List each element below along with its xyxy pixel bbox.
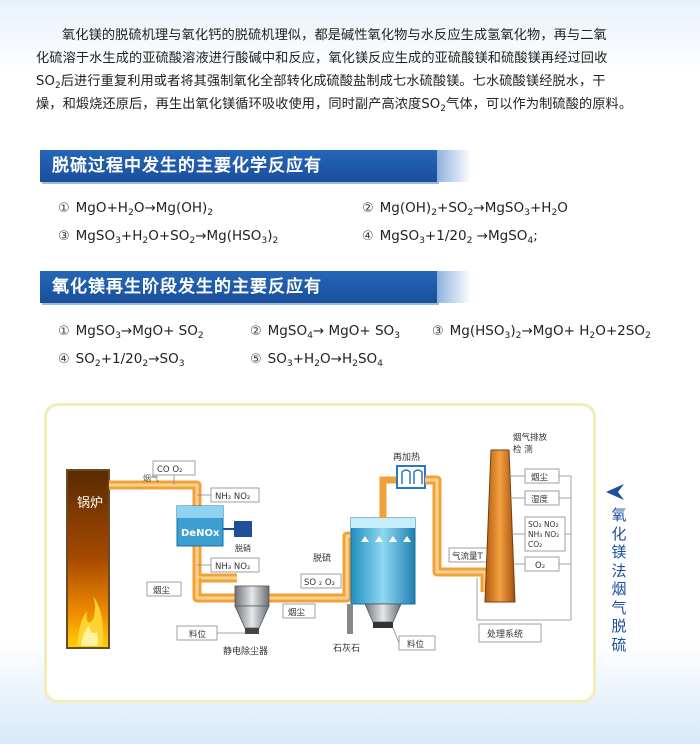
esp-label: 静电除尘器 bbox=[223, 645, 268, 657]
emission-label-2: 检 测 bbox=[513, 444, 533, 455]
intro-line-4: 燥，和煅烧还原后，再生出氧化镁循环吸收使用，同时副产高浓度SO2气体，可以作为制… bbox=[36, 97, 633, 115]
processing-system-label: 处理系统 bbox=[487, 628, 523, 640]
monitor-dust: 烟尘 bbox=[509, 468, 560, 484]
intro-paragraph: 氧化镁的脱硫机理与氧化钙的脱硫机理似，都是碱性氧化物与水反应生成氢氧化物，再与二… bbox=[36, 24, 686, 116]
process-diagram-panel: 锅炉 烟气 CO O₂ DeNOx 脱硝 NH₂ NO₂ NH₃ NO₂ 烟尘 bbox=[44, 403, 596, 703]
boiler bbox=[66, 469, 110, 649]
intro-line-3: SO2后进行重复利用或者将其强制氧化全部转化成硫酸盐制成七水硫酸镁。七水硫酸镁经… bbox=[36, 74, 606, 92]
denitration-label: 脱硝 bbox=[235, 543, 251, 553]
desulfur-label: 脱硫 bbox=[313, 552, 331, 564]
section1-title-banner: 脱硫过程中发生的主要化学反应有 bbox=[40, 150, 471, 182]
svg-text:湿度: 湿度 bbox=[531, 494, 549, 505]
chimney-stack bbox=[484, 449, 516, 603]
limestone-label: 石灰石 bbox=[333, 642, 360, 654]
esp-unit bbox=[234, 585, 270, 607]
nh-no-top-label: NH₂ NO₂ bbox=[215, 492, 250, 502]
boiler-label: 锅炉 bbox=[77, 495, 103, 511]
svg-text:烟尘: 烟尘 bbox=[531, 472, 549, 483]
section2-title-banner: 氧化镁再生阶段发生的主要反应有 bbox=[40, 271, 471, 303]
flue-gas-label: 烟气 bbox=[143, 473, 159, 483]
nh-no-bottom-label: NH₃ NO₂ bbox=[215, 562, 250, 572]
material-right-label: 料位 bbox=[407, 639, 425, 650]
side-label-vertical: 氧 化 镁 法 烟 气 脱 硫 bbox=[611, 506, 627, 654]
denox-label: DeNOx bbox=[181, 528, 220, 539]
svg-text:CO₂: CO₂ bbox=[528, 540, 542, 549]
reheat-label: 再加热 bbox=[393, 451, 420, 463]
monitor-o2: O₂ bbox=[513, 556, 560, 572]
monitor-gases: SO₂ NO₂ NH₃ NO₂ CO₂ bbox=[512, 516, 566, 552]
desulfur-tower bbox=[350, 517, 416, 605]
emission-label-1: 烟气排放 bbox=[513, 432, 548, 443]
process-diagram: 锅炉 烟气 CO O₂ DeNOx 脱硝 NH₂ NO₂ NH₃ NO₂ 烟尘 bbox=[66, 432, 572, 657]
material-left-label: 料位 bbox=[189, 629, 207, 640]
monitor-humidity: 湿度 bbox=[510, 490, 560, 506]
intro-line-2: 化硫溶于水生成的亚硫酸溶液进行酸碱中和反应，氧化镁反应生成的亚硫酸镁和硫酸镁再经… bbox=[36, 51, 608, 66]
intro-line-1: 氧化镁的脱硫机理与氧化钙的脱硫机理似，都是碱性氧化物与水反应生成氢氧化物，再与二… bbox=[62, 28, 607, 43]
so-o2-label: SO ₂ O₂ bbox=[304, 578, 335, 588]
arrow-left-icon bbox=[606, 484, 624, 500]
dust-left-label: 烟尘 bbox=[153, 585, 171, 596]
dust-mid-label: 烟尘 bbox=[288, 607, 306, 618]
svg-text:NH₃ NO₂: NH₃ NO₂ bbox=[528, 530, 559, 539]
svg-text:O₂: O₂ bbox=[535, 561, 545, 571]
co-o2-label: CO O₂ bbox=[157, 465, 182, 475]
svg-text:SO₂ NO₂: SO₂ NO₂ bbox=[528, 520, 559, 529]
flow-meter-label: 气流量T bbox=[452, 551, 484, 562]
